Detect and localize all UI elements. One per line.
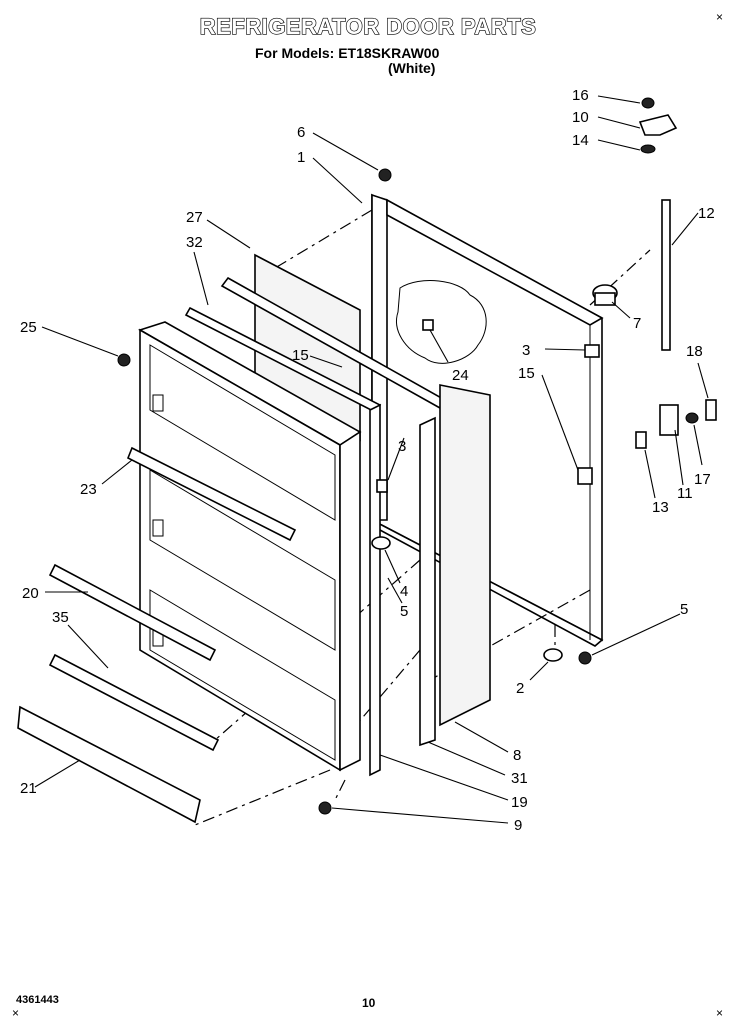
callout-6: 6 <box>297 124 305 141</box>
callout-25: 25 <box>20 319 37 336</box>
page-title: REFRIGERATOR DOOR PARTS <box>199 13 537 39</box>
callout-5b: 5 <box>680 601 688 618</box>
bottom-hinge <box>635 399 717 449</box>
corner-mark-bottom-left: × <box>12 1006 20 1020</box>
callout-3a: 3 <box>522 342 530 359</box>
callout-17: 17 <box>694 471 711 488</box>
trim-strip-19 <box>369 403 381 777</box>
callout-27: 27 <box>186 209 203 226</box>
door-gasket <box>439 384 491 727</box>
callout-11: 11 <box>677 485 693 502</box>
callout-31: 31 <box>511 770 528 787</box>
callout-3b: 3 <box>398 438 406 455</box>
callout-13: 13 <box>652 499 669 516</box>
corner-mark-top-right: × <box>716 10 724 24</box>
callout-15a: 15 <box>518 365 535 382</box>
top-hinge <box>638 97 678 351</box>
callout-12: 12 <box>698 205 715 222</box>
callout-16: 16 <box>572 87 589 104</box>
callout-1: 1 <box>297 149 305 166</box>
models-line: For Models: ET18SKRAW00 <box>255 45 440 61</box>
page-number: 10 <box>362 996 376 1010</box>
document-number: 4361443 <box>16 994 59 1006</box>
callout-24: 24 <box>452 367 469 384</box>
callout-4: 4 <box>400 583 408 600</box>
callout-14: 14 <box>572 132 589 149</box>
callout-21: 21 <box>20 780 37 797</box>
shelf-bar-35 <box>48 653 220 752</box>
callout-7: 7 <box>633 315 641 332</box>
callout-2: 2 <box>516 680 524 697</box>
clip-24 <box>422 319 434 331</box>
screws <box>117 168 600 815</box>
callout-15b: 15 <box>292 347 309 364</box>
door-liner <box>138 321 362 772</box>
color-line: (White) <box>388 60 436 76</box>
callout-10: 10 <box>572 109 589 126</box>
callout-9: 9 <box>514 817 522 834</box>
callout-19: 19 <box>511 794 528 811</box>
callout-8: 8 <box>513 747 521 764</box>
leader-lines <box>34 95 709 824</box>
hinge-pin-7 <box>592 284 618 306</box>
callout-18: 18 <box>686 343 703 360</box>
callout-32: 32 <box>186 234 203 251</box>
shelf-bar-23 <box>126 446 297 542</box>
shelf-bar-21 <box>17 705 201 824</box>
callout-labels: 16 10 14 6 1 12 27 32 7 25 3 15 15 24 18… <box>20 87 715 834</box>
callout-23: 23 <box>80 481 97 498</box>
shelf-bar-20 <box>48 563 217 662</box>
callout-20: 20 <box>22 585 39 602</box>
callout-5a: 5 <box>400 603 408 620</box>
insulation-patch <box>396 280 487 364</box>
corner-mark-bottom-right: × <box>716 1006 724 1020</box>
callout-35: 35 <box>52 609 69 626</box>
